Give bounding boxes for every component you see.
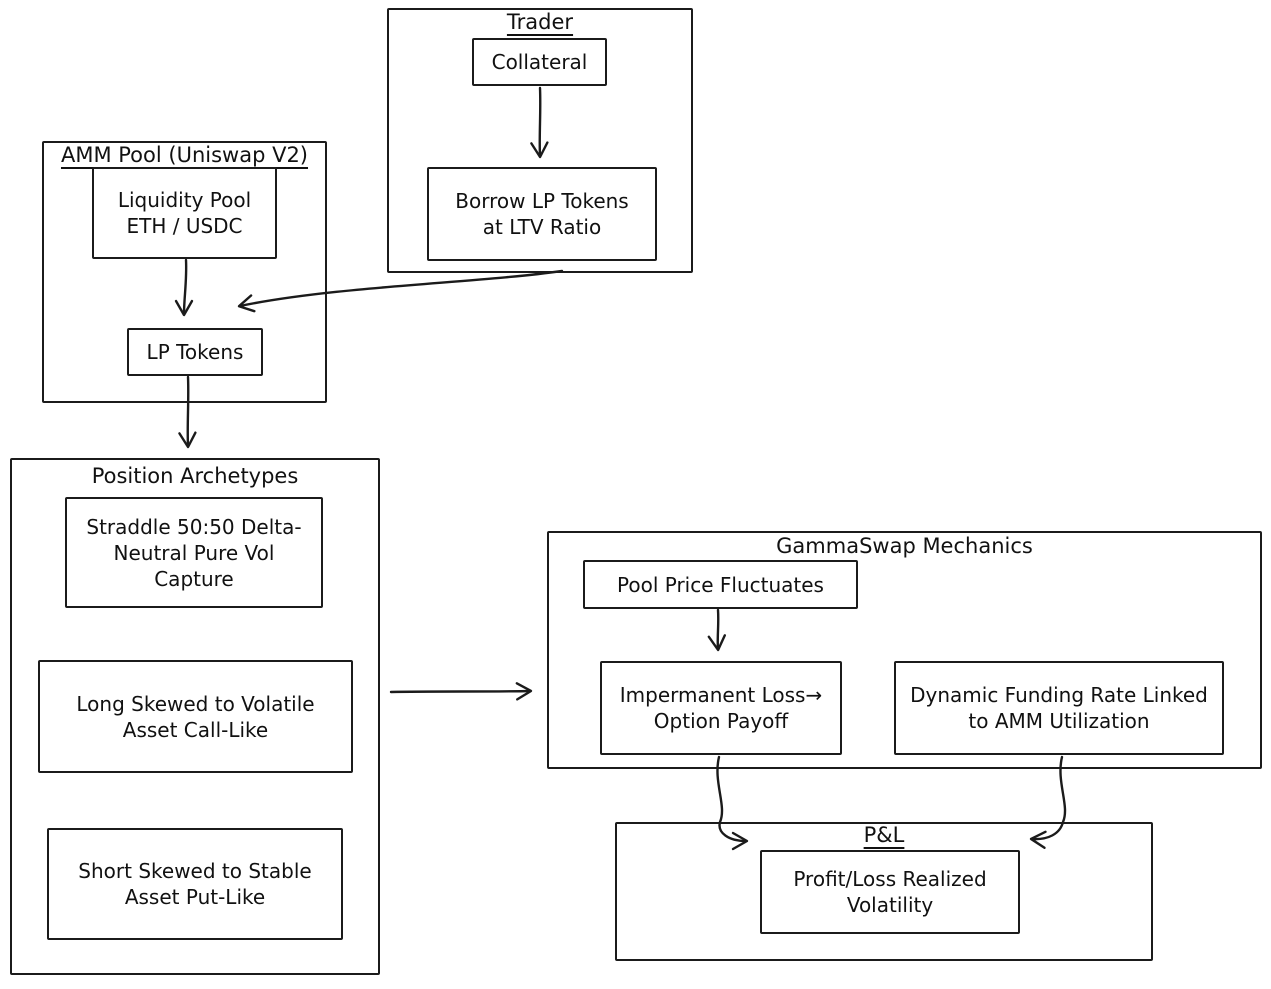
collateral-node: Collateral [472, 38, 607, 86]
short-skewed-node: Short Skewed to Stable Asset Put-Like [47, 828, 343, 940]
profit-loss-node: Profit/Loss Realized Volatility [760, 850, 1020, 934]
position-archetypes-title: Position Archetypes [91, 464, 299, 488]
gammaswap-mechanics-container [547, 531, 1262, 769]
long-skewed-node: Long Skewed to Volatile Asset Call-Like [38, 660, 353, 773]
trader-title: Trader [506, 10, 574, 34]
pool-price-fluctuates-node: Pool Price Fluctuates [583, 560, 858, 609]
borrow-lp-tokens-node: Borrow LP Tokens at LTV Ratio [427, 167, 657, 261]
gammaswap-mechanics-title: GammaSwap Mechanics [776, 534, 1033, 558]
pnl-title: P&L [863, 823, 905, 847]
lp-tokens-node: LP Tokens [127, 328, 263, 376]
impermanent-loss-node: Impermanent Loss→ Option Payoff [600, 661, 842, 755]
dynamic-funding-node: Dynamic Funding Rate Linked to AMM Utili… [894, 661, 1224, 755]
pnl-container [615, 822, 1153, 961]
liquidity-pool-node: Liquidity Pool ETH / USDC [92, 167, 277, 259]
position-archetypes-container [10, 458, 380, 975]
arrow-position-to-gammaswap [389, 682, 533, 701]
straddle-node: Straddle 50:50 Delta- Neutral Pure Vol C… [65, 497, 323, 608]
amm-pool-title: AMM Pool (Uniswap V2) [60, 143, 309, 167]
